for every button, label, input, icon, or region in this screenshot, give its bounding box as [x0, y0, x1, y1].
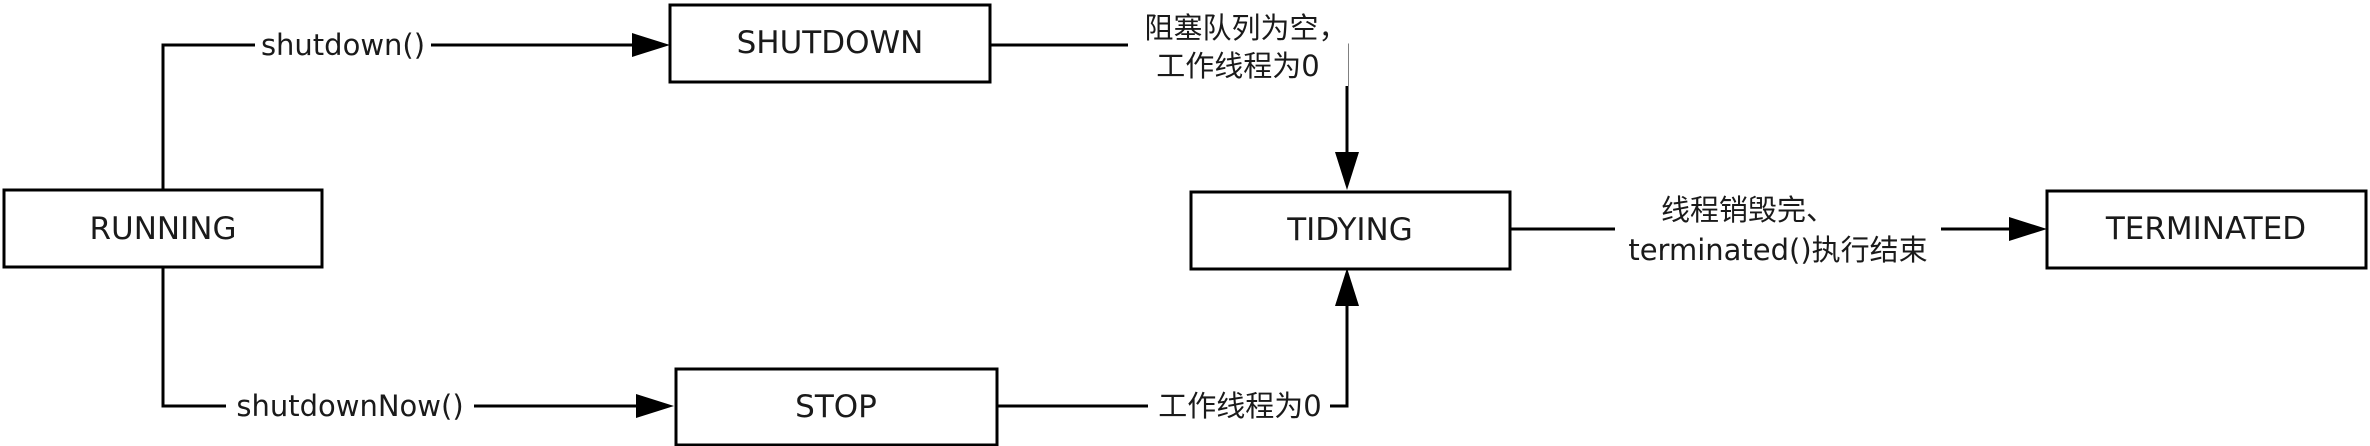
label-workers-zero-top: 工作线程为0 — [1156, 49, 1319, 83]
edge-running-to-shutdown — [161, 43, 640, 190]
arrowhead-terminated — [2009, 217, 2047, 241]
state-terminated-label: TERMINATED — [2105, 211, 2306, 247]
state-shutdown-label: SHUTDOWN — [737, 25, 924, 61]
state-running: RUNNING — [2, 188, 324, 269]
state-running-label: RUNNING — [90, 211, 237, 247]
arrowhead-shutdown — [632, 33, 670, 57]
state-shutdown: SHUTDOWN — [668, 3, 992, 84]
state-tidying-label: TIDYING — [1286, 212, 1413, 248]
label-shutdownnow-call: shutdownNow() — [236, 389, 463, 423]
state-stop: STOP — [674, 367, 999, 446]
state-terminated: TERMINATED — [2045, 189, 2368, 270]
label-threads-destroyed: 线程销毁完、 — [1661, 193, 1835, 227]
arrowhead-stop — [636, 394, 674, 418]
arrowhead-tidying-bottom — [1335, 268, 1359, 306]
edge-running-to-stop — [161, 267, 644, 408]
label-queue-empty: 阻塞队列为空， — [1144, 11, 1347, 45]
label-shutdown-call: shutdown() — [261, 28, 425, 62]
label-workers-zero-bottom: 工作线程为0 — [1158, 389, 1321, 423]
state-stop-label: STOP — [795, 389, 877, 425]
arrowhead-tidying-top — [1335, 152, 1359, 190]
edge-stop-to-tidying — [997, 300, 1349, 408]
label-terminated-hook: terminated()执行结束 — [1628, 233, 1927, 267]
state-tidying: TIDYING — [1189, 190, 1512, 271]
